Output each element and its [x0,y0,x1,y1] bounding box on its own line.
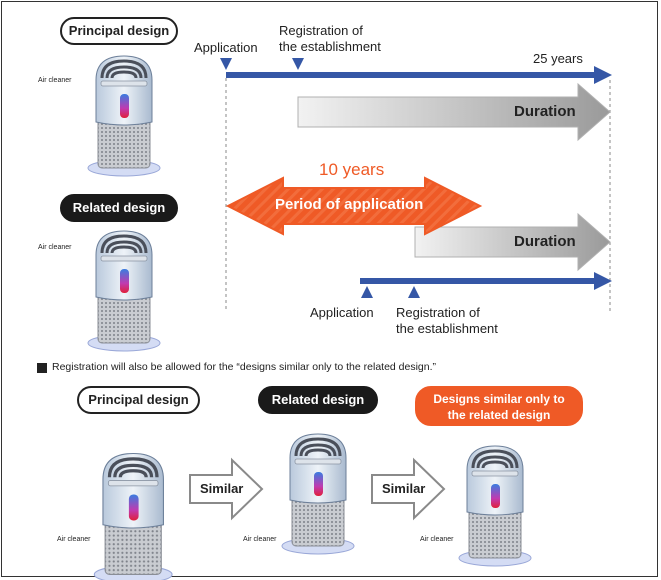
principal-registration-marker [292,58,304,70]
note-bullet-icon [37,363,47,373]
bottom-related-design-label: Related design [258,386,378,414]
principal-design-label: Principal design [60,17,178,45]
term-25-years: 25 years [533,51,583,66]
principal-duration-arrow [297,82,611,142]
principal-application-marker [220,58,232,70]
bottom-related-air-cleaner-image [280,432,356,556]
similar-text-1: Similar [200,481,244,496]
air-cleaner-caption-1: Air cleaner [38,77,72,84]
principal-registration-line2: the establishment [279,39,381,54]
designs-similar-only-label: Designs similar only to the related desi… [415,386,583,426]
related-registration-marker [408,286,420,298]
bottom-principal-design-label: Principal design [77,386,200,414]
bottom-similar-only-air-cleaner-image [457,444,533,568]
similar-text-2: Similar [382,481,426,496]
related-registration-line2: the establishment [396,321,498,336]
bottom-principal-air-cleaner-image [92,451,174,580]
related-application-marker [361,286,373,298]
related-duration-arrow [414,212,611,272]
related-design-label: Related design [60,194,178,222]
registration-note: Registration will also be allowed for th… [52,361,437,373]
related-timeline [360,272,612,298]
designs-similar-only-line1: Designs similar only to [433,392,565,406]
related-air-cleaner-image [86,229,162,353]
air-cleaner-caption-2: Air cleaner [38,244,72,251]
bottom-air-cleaner-caption-2: Air cleaner [243,536,277,543]
related-duration-label: Duration [514,233,576,250]
principal-duration-label: Duration [514,103,576,120]
principal-registration-line1: Registration of [279,23,363,38]
bottom-air-cleaner-caption-1: Air cleaner [57,536,91,543]
designs-similar-only-line2: the related design [447,408,551,422]
ten-years-text: 10 years [319,160,385,179]
principal-timeline-arrowhead [594,66,612,84]
period-of-application-label: Period of application [275,196,424,213]
principal-air-cleaner-image [86,54,162,178]
principal-timeline [220,58,612,312]
related-timeline-arrowhead [594,272,612,290]
period-of-application-arrow [225,176,483,236]
principal-application-text: Application [194,40,258,55]
bottom-air-cleaner-caption-3: Air cleaner [420,536,454,543]
related-registration-line1: Registration of [396,305,480,320]
related-application-text: Application [310,305,374,320]
